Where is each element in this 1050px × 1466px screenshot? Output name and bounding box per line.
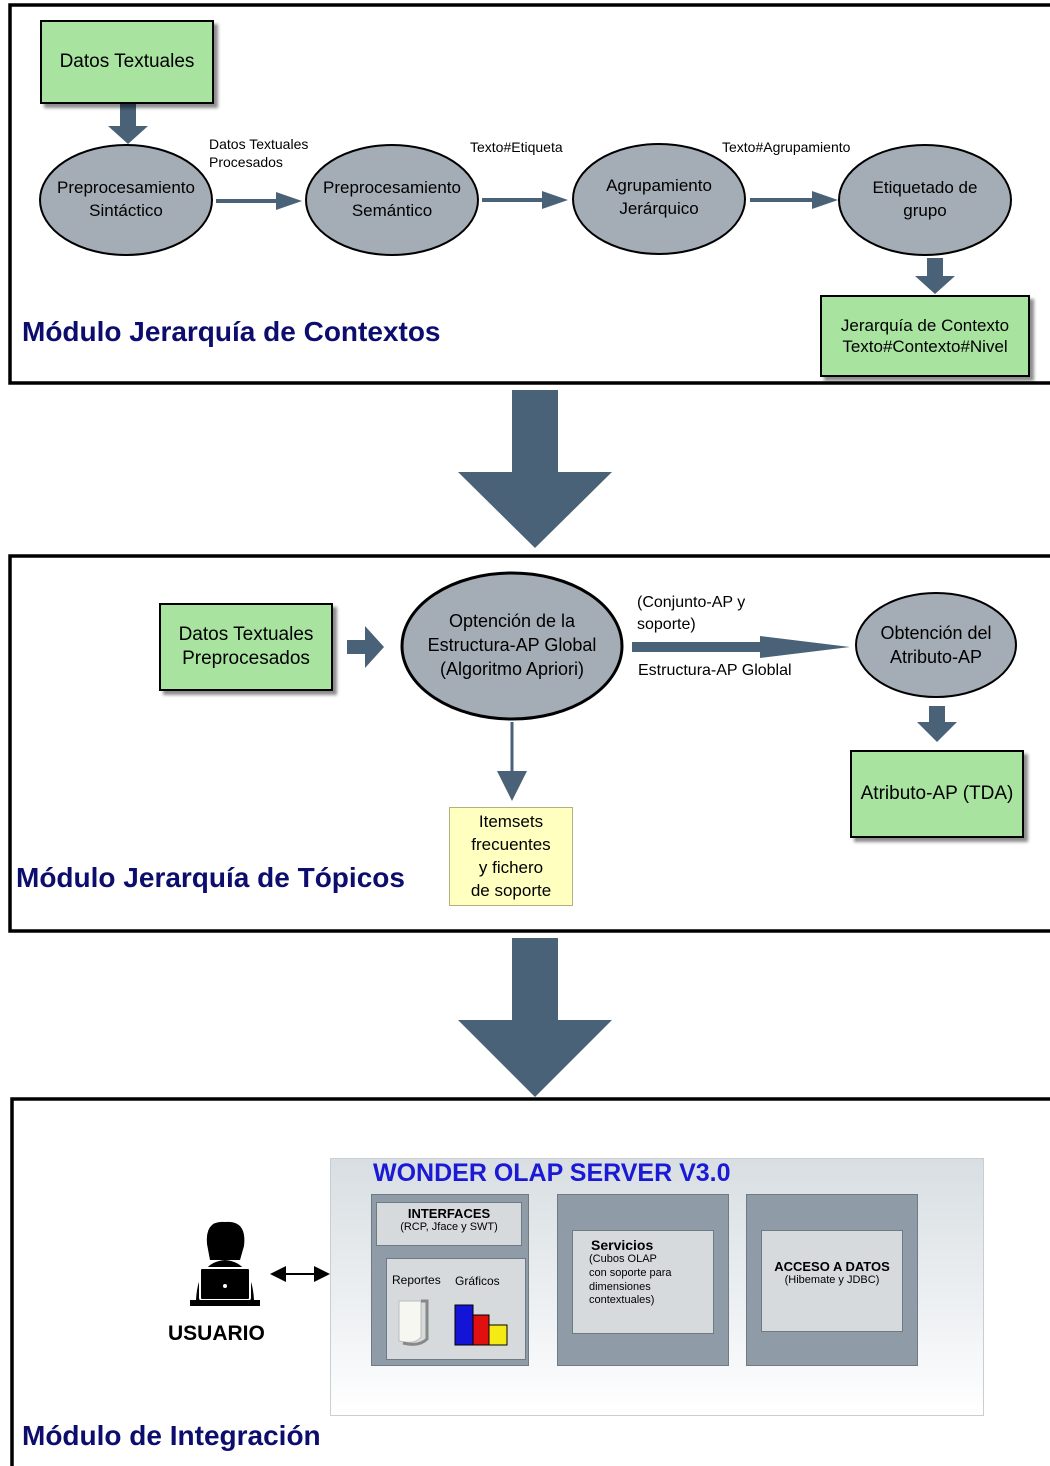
module2-frame [8,554,1050,933]
ellipse-semantico [305,144,479,256]
ellipse-optencion [400,571,624,721]
graficos-label: Gráficos [455,1274,500,1288]
module3-frame [10,1097,1050,1466]
module1-title: Módulo Jerarquía de Contextos [22,316,441,347]
label-procesados: Datos Textuales Procesados [209,136,309,171]
node-agrupamiento: Agrupamiento Jerárquico [606,176,712,218]
jerarquia-contexto-box: Jerarquía de Contexto Texto#Contexto#Niv… [820,295,1030,377]
module3-title: Módulo de Integración [22,1420,321,1451]
module1-frame [8,3,1050,385]
label-conjunto: (Conjunto-AP y soporte) [637,594,746,633]
node-sintactico: Preprocesamiento Sintáctico [57,178,195,220]
datos-textuales-text: Datos Textuales [59,51,195,73]
interfaces-title: INTERFACES [407,1206,491,1221]
interfaces-box: INTERFACES (RCP, Jface y SWT) [376,1202,522,1246]
node-optencion: Optención de la Estructura-AP Global (Al… [427,610,597,680]
servicios-column: Servicios (Cubos OLAP con soporte para d… [557,1194,729,1366]
datos-preprocesados-line2: Preprocesados [182,648,310,669]
itemsets-box: Itemsets frecuentes y fichero de soporte [449,807,573,906]
label-texto-etiqueta: Texto#Etiqueta [470,139,563,155]
module2-title: Módulo Jerarquía de Tópicos [16,862,405,893]
arrow-sem-agr [482,191,568,209]
node-obtencion: Obtención del Atributo-AP [880,622,992,667]
acceso-sub: (Hibemate y JDBC) [784,1274,880,1286]
big-arrow-2 [458,938,612,1097]
datos-preprocesados-box: Datos Textuales Preprocesados [159,603,333,691]
servicios-box: Servicios (Cubos OLAP con soporte para d… [572,1230,714,1334]
label-estructura: Estructura-AP Globlal [638,662,792,679]
interfaces-column: INTERFACES (RCP, Jface y SWT) Reportes G… [371,1194,529,1366]
datos-preprocesados-line1: Datos Textuales [178,624,314,646]
wonder-olap-panel: WONDER OLAP SERVER V3.0 INTERFACES (RCP,… [330,1158,984,1416]
acceso-column: ACCESO A DATOS (Hibemate y JDBC) [746,1194,918,1366]
atributo-ap-box: Atributo-AP (TDA) [850,750,1024,838]
ellipse-etiquetado [838,144,1012,256]
node-semantico: Preprocesamiento Semántico [323,178,461,220]
reportes-graficos-box: Reportes Gráficos [386,1258,526,1360]
jerarquia-contexto-line2: Texto#Contexto#Nivel [842,337,1008,356]
atributo-ap-text: Atributo-AP (TDA) [860,783,1014,805]
ellipse-obtencion [855,592,1017,698]
arrow-down-etiquetado [915,258,955,294]
arrow-down-obtencion [917,706,957,742]
label-texto-agrupamiento: Texto#Agrupamiento [722,139,851,155]
servicios-title: Servicios [591,1237,654,1253]
reportes-label: Reportes [392,1273,441,1287]
bar-graph-icon [454,1304,508,1346]
report-page-icon [398,1299,429,1346]
datos-textuales-box: Datos Textuales [40,20,214,104]
arrow-sin-sem [216,192,302,210]
node-etiquetado: Etiquetado de grupo [872,178,978,220]
big-arrow-1 [458,390,612,548]
servicios-sub: (Cubos OLAP con soporte para dimensiones… [589,1253,672,1307]
user-label: USUARIO [168,1322,265,1345]
ellipse-agrupamiento [572,143,746,255]
acceso-box: ACCESO A DATOS (Hibemate y JDBC) [761,1230,903,1332]
interfaces-sub: (RCP, Jface y SWT) [400,1221,498,1233]
arrow-optencion-obtencion [632,636,850,658]
jerarquia-contexto-line1: Jerarquía de Contexto [840,315,1010,335]
arrow-down-datos [108,104,148,144]
ellipse-sintactico [39,144,213,256]
server-title: WONDER OLAP SERVER V3.0 [373,1159,731,1187]
acceso-title: ACCESO A DATOS [774,1259,890,1274]
arrow-agr-eti [750,191,838,209]
user-laptop-icon [190,1221,260,1306]
arrow-datos-optencion [347,626,384,668]
